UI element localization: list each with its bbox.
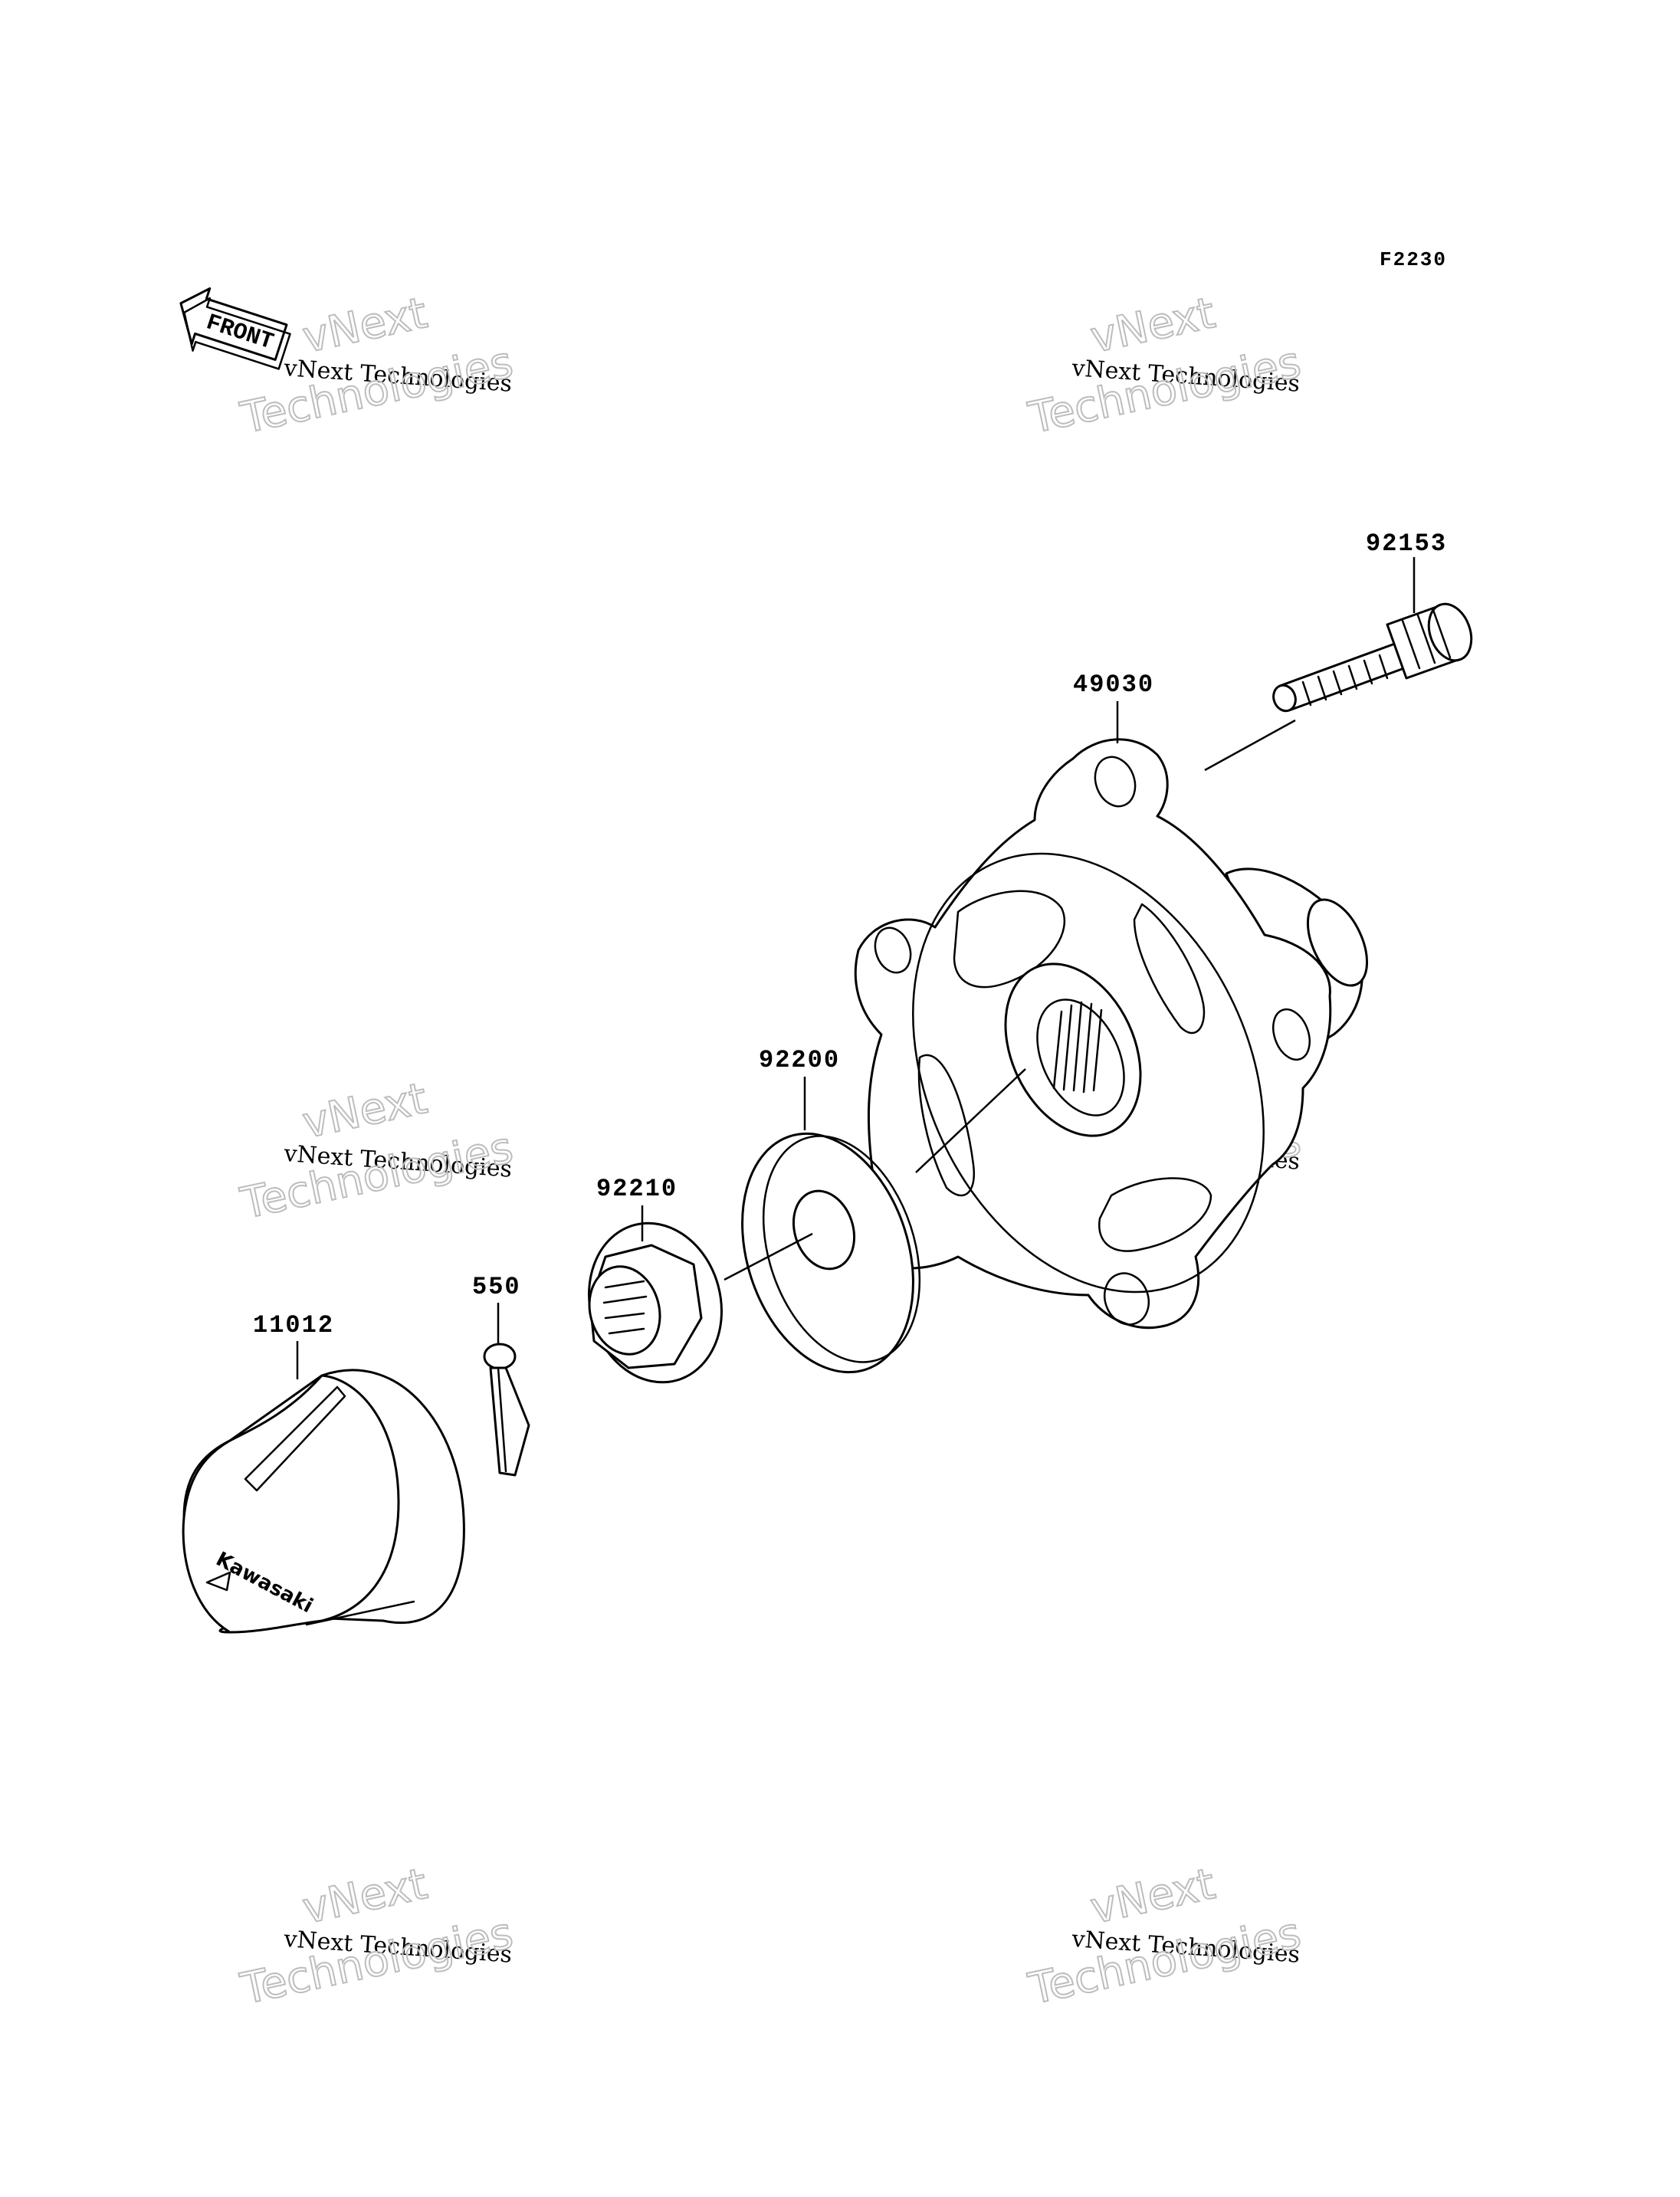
part-number-92200: 92200 — [759, 1046, 840, 1074]
washer-icon — [741, 1132, 921, 1374]
watermark-big-text-2: Technologies — [236, 1123, 517, 1229]
part-number-92210: 92210 — [596, 1175, 678, 1203]
watermark-big-text-1: vNext — [1086, 1859, 1219, 1934]
wheel-hub-icon — [854, 738, 1369, 1330]
watermark-top-right: vNext Technologies vNext Technologies — [1023, 287, 1305, 444]
watermark-big-text-1: vNext — [298, 288, 431, 363]
figure-code: F2230 — [1380, 248, 1447, 271]
leader-line-92153-axis — [1204, 719, 1296, 772]
part-number-92153: 92153 — [1366, 530, 1447, 558]
leader-line-nut-to-washer — [724, 1232, 813, 1281]
watermark-bottom-right: vNext Technologies vNext Technologies — [1023, 1858, 1305, 2015]
watermark-bottom-left: vNext Technologies vNext Technologies — [235, 1858, 517, 2015]
part-number-11012: 11012 — [253, 1311, 334, 1340]
hub-cap-icon: Kawasaki — [182, 1369, 465, 1634]
watermark-big-text-2: Technologies — [1024, 1908, 1304, 2015]
cotter-pin-icon — [483, 1343, 530, 1477]
watermark-big-text-1: vNext — [1086, 288, 1219, 363]
watermark-big-text-1: vNext — [298, 1859, 431, 1934]
leader-line-hub-to-washer — [915, 1068, 1026, 1173]
front-arrow-icon: FRONT — [179, 287, 291, 370]
watermark-big-text-2: Technologies — [1024, 337, 1304, 444]
hex-nut-icon — [588, 1221, 723, 1384]
watermark-big-text-1: vNext — [298, 1074, 431, 1149]
watermark-big-text-2: Technologies — [236, 1908, 517, 2015]
hub-bolt-icon — [1272, 602, 1473, 713]
part-number-550: 550 — [472, 1273, 521, 1301]
part-number-49030: 49030 — [1073, 671, 1154, 699]
watermark-mid-left: vNext Technologies vNext Technologies — [235, 1073, 517, 1230]
watermark-top-left: vNext Technologies vNext Technologies — [235, 287, 517, 444]
